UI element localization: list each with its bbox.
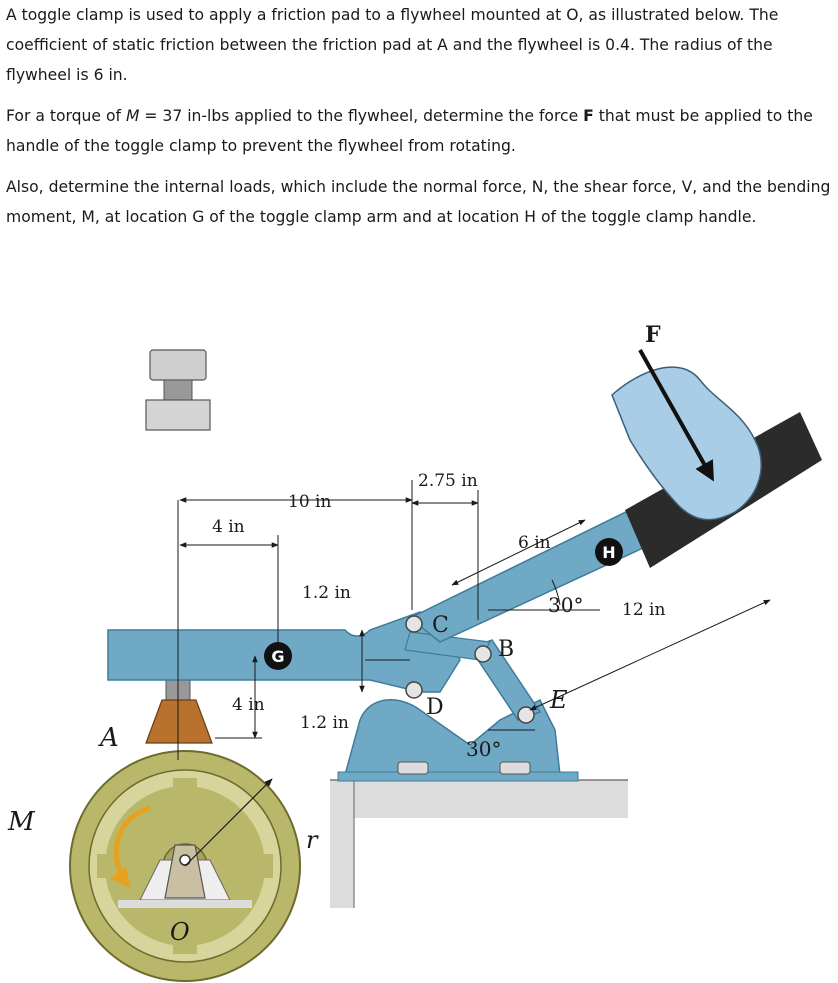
dim-2-75-in: 2.75 in (418, 471, 478, 491)
p2-moment-symbol: M (125, 107, 140, 125)
location-g-marker: G (264, 642, 292, 670)
p2-force-symbol: F (583, 107, 594, 125)
paragraph-2: For a torque of M = 37 in-lbs applied to… (6, 101, 832, 161)
dim-6-in: 6 in (518, 533, 551, 553)
toggle-clamp-figure: F A M O r C B D E 10 in 4 in 4 in 1.2 in… (7, 322, 822, 982)
label-d: D (426, 695, 444, 720)
dimension-lines (179, 480, 771, 739)
paragraph-1: A toggle clamp is used to apply a fricti… (6, 6, 779, 84)
screw-assembly (145, 349, 213, 744)
handle (408, 412, 822, 643)
label-g: G (271, 647, 284, 666)
dim-4-in-bottom: 4 in (232, 695, 265, 715)
label-o: O (170, 918, 190, 946)
angle-30-top: 30° (548, 593, 583, 617)
base-plate (337, 771, 579, 782)
location-h-marker: H (595, 538, 623, 566)
paragraph-3: Also, determine the internal loads, whic… (6, 178, 831, 226)
label-c: C (432, 613, 449, 638)
dim-12-in: 12 in (622, 600, 665, 620)
dim-1-2-in-b: 1.2 in (300, 713, 349, 733)
ground (330, 779, 628, 908)
label-e: E (549, 686, 568, 714)
label-b: B (498, 637, 514, 662)
dim-4-in-top: 4 in (212, 517, 245, 537)
dim-10-in: 10 in (288, 492, 331, 512)
angle-30-bottom: 30° (466, 737, 501, 761)
label-m: M (7, 807, 36, 837)
problem-statement: A toggle clamp is used to apply a fricti… (6, 0, 832, 243)
hand (611, 366, 762, 521)
p2-middle: = 37 in-lbs applied to the flywheel, det… (139, 107, 584, 125)
label-r: r (306, 826, 319, 854)
label-h: H (602, 543, 615, 562)
p2-after: that must be applied to the handle of th… (6, 107, 813, 155)
flywheel (69, 750, 301, 982)
label-a: A (98, 723, 119, 753)
pins (405, 615, 535, 724)
dim-1-2-in-a: 1.2 in (302, 583, 351, 603)
friction-pad-a (145, 699, 213, 744)
p2-before: For a torque of (6, 107, 126, 125)
force-arrow (638, 349, 714, 482)
label-f: F (645, 322, 661, 348)
